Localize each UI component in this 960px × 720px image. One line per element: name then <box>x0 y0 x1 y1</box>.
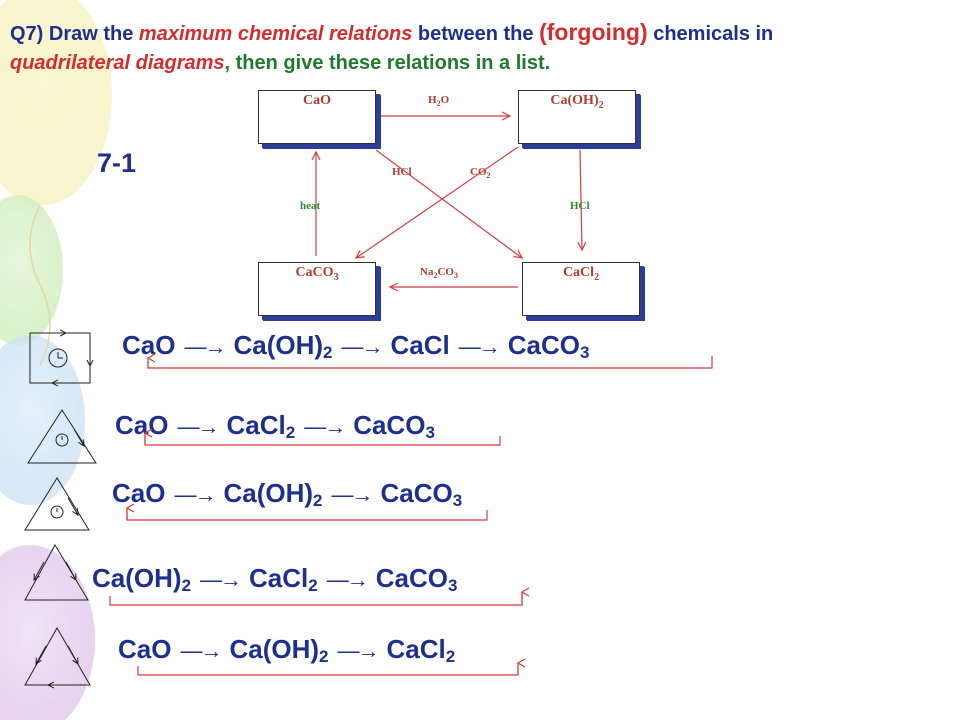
label-heat: heat <box>300 200 321 212</box>
subscript: 2 <box>313 491 323 510</box>
triangle-cycle-icon <box>24 626 91 685</box>
subscript: 2 <box>323 343 333 362</box>
label-h2o: H2O <box>428 94 450 109</box>
label-hcl-diagonal: HCl <box>392 166 412 178</box>
question-forgoing: (forgoing) <box>539 19 648 45</box>
triangle-cycle-icon <box>27 409 97 464</box>
equation-row-3: CaO—→Ca(OH)2—→CaCO3 <box>112 478 462 509</box>
subscript: 3 <box>425 423 435 442</box>
equation-row-1: CaO—→Ca(OH)2—→CaCl—→CaCO3 <box>122 330 589 361</box>
box-caco3: CaCO3 <box>258 262 376 316</box>
box-cacl2: CaCl2 <box>522 262 640 316</box>
subscript: 2 <box>181 576 192 595</box>
balloon-purple <box>0 545 95 720</box>
box-label: CaO <box>303 93 331 108</box>
label-na2co3: Na2CO3 <box>420 266 458 281</box>
triangle-cycle-icon <box>24 477 90 531</box>
equation-term: CaCO <box>380 478 453 508</box>
return-bracket-row-4 <box>109 594 523 606</box>
equation-row-4: Ca(OH)2—→CaCl2—→CaCO3 <box>92 563 457 594</box>
label-hcl-right: HCl <box>570 200 590 212</box>
subscript: 3 <box>452 491 463 510</box>
question-part: chemicals in <box>647 23 774 45</box>
box-caoh2: Ca(OH)2 <box>518 90 636 144</box>
balloon-string <box>29 204 51 366</box>
reaction-arrow: —→ <box>341 334 384 359</box>
box-cao: CaO <box>258 90 376 144</box>
question-text: Q7) Draw the maximum chemical relations … <box>10 18 950 78</box>
section-number: 7-1 <box>97 148 137 178</box>
subscript: 2 <box>308 576 318 595</box>
return-bracket-row-1 <box>147 356 713 369</box>
reaction-arrow: —→ <box>331 482 374 507</box>
reaction-arrow: —→ <box>174 482 216 507</box>
equation-term: CaO <box>115 410 169 440</box>
reaction-arrow: —→ <box>177 414 219 439</box>
equation-row-2: CaO —→ CaCl2 —→ CaCO3 <box>115 410 435 441</box>
balloon-blue <box>0 335 85 505</box>
balloon-yellow <box>0 0 112 205</box>
equation-term: CaCO <box>375 563 448 593</box>
equation-term: CaO <box>112 478 166 508</box>
box-label: CaCO3 <box>295 265 339 283</box>
reaction-arrow: —→ <box>326 567 369 592</box>
equation-term: CaCO <box>507 330 580 360</box>
equation-row-5: CaO—→Ca(OH)2—→CaCl2 <box>118 634 455 665</box>
equation-term: CaCO <box>353 410 426 440</box>
question-emphasis: quadrilateral diagrams <box>10 52 225 74</box>
subscript: 2 <box>445 647 456 666</box>
return-bracket-row-3 <box>126 510 488 521</box>
equation-term: CaCl <box>249 563 309 593</box>
return-bracket-row-2 <box>144 436 501 446</box>
question-emphasis: maximum chemical relations <box>138 23 413 45</box>
reaction-arrow: —→ <box>458 334 501 359</box>
equation-term: Ca(OH) <box>92 563 182 593</box>
subscript: 3 <box>580 343 590 362</box>
reaction-arrow: —→ <box>337 638 380 663</box>
equation-term: Ca(OH) <box>229 634 320 664</box>
reaction-arrow: —→ <box>180 638 222 663</box>
reaction-arrow: —→ <box>184 334 226 359</box>
subscript: 3 <box>448 576 458 595</box>
balloon-green <box>0 195 63 345</box>
equation-term: CaCl <box>386 634 446 664</box>
reaction-arrow: —→ <box>200 567 242 592</box>
arrow-caoh2-to-cacl2 <box>580 149 582 250</box>
question-part: Q7) Draw the <box>10 23 139 45</box>
subscript: 2 <box>285 423 296 442</box>
label-co2: CO2 <box>470 166 491 181</box>
equation-term: CaCl <box>390 330 450 360</box>
equation-term: Ca(OH) <box>223 478 314 508</box>
equation-term: CaCl <box>226 410 286 440</box>
box-label: CaCl2 <box>562 265 600 283</box>
box-label: Ca(OH)2 <box>550 93 604 111</box>
square-cycle-icon <box>29 333 90 383</box>
question-part: , then give these relations in a list. <box>224 52 551 74</box>
reaction-arrow: —→ <box>304 414 346 439</box>
arrow-caoh2-to-caco3 <box>356 146 519 258</box>
triangle-cycle-icon <box>24 543 89 601</box>
question-part: between the <box>412 23 540 45</box>
subscript: 2 <box>319 647 329 666</box>
equation-term: CaO <box>118 634 172 664</box>
arrow-cao-to-cacl2 <box>375 149 522 258</box>
return-bracket-row-5 <box>137 665 519 676</box>
equation-term: Ca(OH) <box>233 330 324 360</box>
